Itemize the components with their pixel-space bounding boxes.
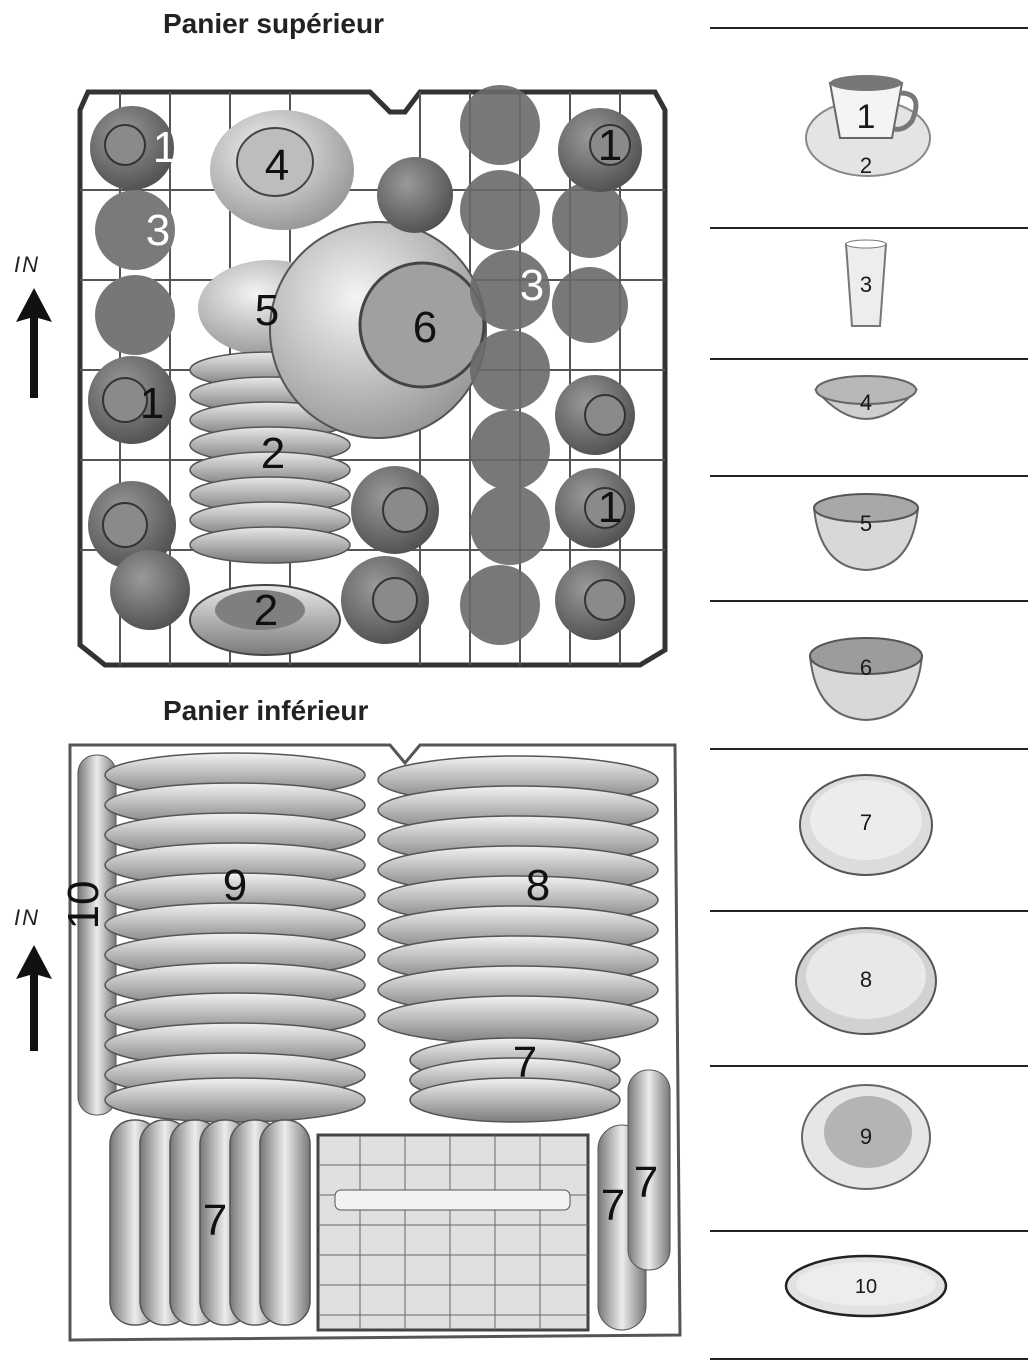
upper-in-label: IN bbox=[14, 252, 40, 277]
legend-num-2: 2 bbox=[860, 153, 872, 178]
legend-item-plate-7: 7 bbox=[780, 770, 960, 880]
legend-divider bbox=[710, 748, 1028, 750]
lower-label-stack-8: 8 bbox=[526, 861, 550, 910]
lower-label-stack-7-small: 7 bbox=[513, 1038, 537, 1087]
legend-item-plate-8: 8 bbox=[780, 924, 960, 1039]
legend-num-9: 9 bbox=[860, 1124, 872, 1149]
upper-basket-title: Panier supérieur bbox=[163, 8, 384, 39]
legend-item-platter-10: 10 bbox=[780, 1246, 960, 1326]
legend-item-cup-saucer: 1 2 bbox=[780, 68, 960, 188]
upper-label-plate-6: 6 bbox=[413, 303, 437, 352]
legend-num-4: 4 bbox=[860, 390, 872, 415]
lower-basket-diagram: 10 9 8 7 7 7 7 bbox=[60, 743, 682, 1342]
upper-label-saucers: 2 bbox=[261, 429, 285, 478]
upper-label-bowl-5: 5 bbox=[255, 286, 279, 335]
legend-divider bbox=[710, 910, 1028, 912]
legend-num-5: 5 bbox=[860, 511, 872, 536]
lower-label-vertical-7: 7 bbox=[203, 1196, 227, 1245]
lower-in-label: IN bbox=[14, 905, 40, 930]
legend-num-7: 7 bbox=[860, 810, 872, 835]
legend-divider bbox=[710, 1065, 1028, 1067]
upper-label-glass: 3 bbox=[146, 206, 170, 255]
upper-label-cup-left: 1 bbox=[140, 379, 164, 428]
lower-in-arrow-icon bbox=[16, 945, 52, 1051]
upper-label-cup: 1 bbox=[153, 123, 177, 172]
lower-label-right-7a: 7 bbox=[634, 1158, 658, 1207]
legend-item-bowl-4: 4 bbox=[780, 368, 960, 438]
legend-item-plate-9: 9 bbox=[780, 1080, 960, 1195]
legend-item-bowl-6: 6 bbox=[780, 630, 960, 725]
legend-num-10: 10 bbox=[855, 1276, 877, 1298]
upper-label-cup-right-top: 1 bbox=[598, 121, 622, 170]
legend-num-1: 1 bbox=[857, 98, 876, 136]
legend-num-6: 6 bbox=[860, 655, 872, 680]
legend-divider bbox=[710, 600, 1028, 602]
lower-label-stack-9: 9 bbox=[223, 861, 247, 910]
upper-in-arrow-icon bbox=[16, 288, 52, 398]
legend-divider bbox=[710, 1230, 1028, 1232]
legend-item-glass: 3 bbox=[780, 236, 960, 336]
legend-divider bbox=[710, 27, 1028, 29]
legend-num-3: 3 bbox=[860, 272, 872, 297]
lower-label-plate-10: 10 bbox=[60, 881, 108, 930]
upper-basket-diagram: 1 3 4 5 6 1 2 2 1 3 1 bbox=[77, 85, 668, 668]
legend-divider bbox=[710, 227, 1028, 229]
legend-divider bbox=[710, 1358, 1028, 1360]
legend-divider bbox=[710, 358, 1028, 360]
upper-label-cup-right-bottom: 1 bbox=[598, 483, 622, 532]
legend-num-8: 8 bbox=[860, 967, 872, 992]
lower-basket-title: Panier inférieur bbox=[163, 695, 369, 726]
lower-label-right-7b: 7 bbox=[601, 1181, 625, 1230]
upper-label-saucer-bottom: 2 bbox=[254, 586, 278, 635]
upper-label-bowl-4: 4 bbox=[265, 141, 289, 190]
legend-divider bbox=[710, 475, 1028, 477]
legend-item-bowl-5: 5 bbox=[780, 488, 960, 578]
upper-label-glass-right: 3 bbox=[520, 261, 544, 310]
